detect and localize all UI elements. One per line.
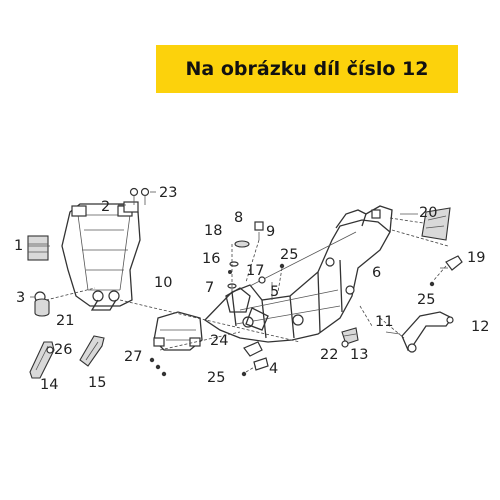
part-4 <box>253 357 269 371</box>
callout-17: 17 <box>246 263 264 279</box>
part-12 <box>379 311 454 353</box>
callout-9: 9 <box>266 224 275 240</box>
part-number-banner: Na obrázku díl číslo 12 <box>156 45 458 93</box>
callout-24: 24 <box>210 333 228 349</box>
main-frame <box>203 205 393 343</box>
callout-2: 2 <box>101 199 110 215</box>
part-2 <box>123 201 139 213</box>
part-1 <box>27 235 49 261</box>
part-23 <box>129 187 150 205</box>
callout-11: 11 <box>375 314 393 330</box>
part-13 <box>341 327 359 345</box>
callout-3: 3 <box>16 290 25 306</box>
part-8 <box>254 221 264 231</box>
callout-26: 26 <box>54 342 72 358</box>
part-16 <box>228 261 239 274</box>
part-19 <box>429 255 463 287</box>
part-27 <box>149 357 167 377</box>
part-18 <box>234 240 250 248</box>
part-22 <box>341 340 349 348</box>
callout-20: 20 <box>419 205 437 221</box>
part-25-lower <box>241 365 257 377</box>
callout-5: 5 <box>270 284 279 300</box>
callout-12: 12 <box>471 319 489 335</box>
part-26 <box>46 346 54 354</box>
part-15 <box>79 335 105 367</box>
part-21 <box>34 298 50 317</box>
callout-7: 7 <box>205 280 214 296</box>
callout-13: 13 <box>350 347 368 363</box>
callout-18: 18 <box>204 223 222 239</box>
callout-15: 15 <box>88 375 106 391</box>
callout-21: 21 <box>56 313 74 329</box>
callout-22: 22 <box>320 347 338 363</box>
callout-25-lower: 25 <box>207 370 225 386</box>
callout-8: 8 <box>234 210 243 226</box>
part-20 <box>421 207 451 241</box>
callout-25-upper: 25 <box>280 247 298 263</box>
callout-6: 6 <box>372 265 381 281</box>
callout-27: 27 <box>124 349 142 365</box>
callout-10: 10 <box>154 275 172 291</box>
callout-labels: 1 2 3 4 5 6 7 8 9 10 11 12 13 14 15 16 1… <box>14 185 489 393</box>
callout-16: 16 <box>202 251 220 267</box>
callout-14: 14 <box>40 377 58 393</box>
callout-19: 19 <box>467 250 485 266</box>
callout-25-right: 25 <box>417 292 435 308</box>
callout-4: 4 <box>269 361 278 377</box>
callout-23: 23 <box>159 185 177 201</box>
part-11 <box>359 305 373 327</box>
part-17 <box>258 276 266 284</box>
callout-1: 1 <box>14 238 23 254</box>
part-25-upper <box>277 263 285 293</box>
front-frame <box>61 203 141 311</box>
part-24 <box>243 341 263 357</box>
